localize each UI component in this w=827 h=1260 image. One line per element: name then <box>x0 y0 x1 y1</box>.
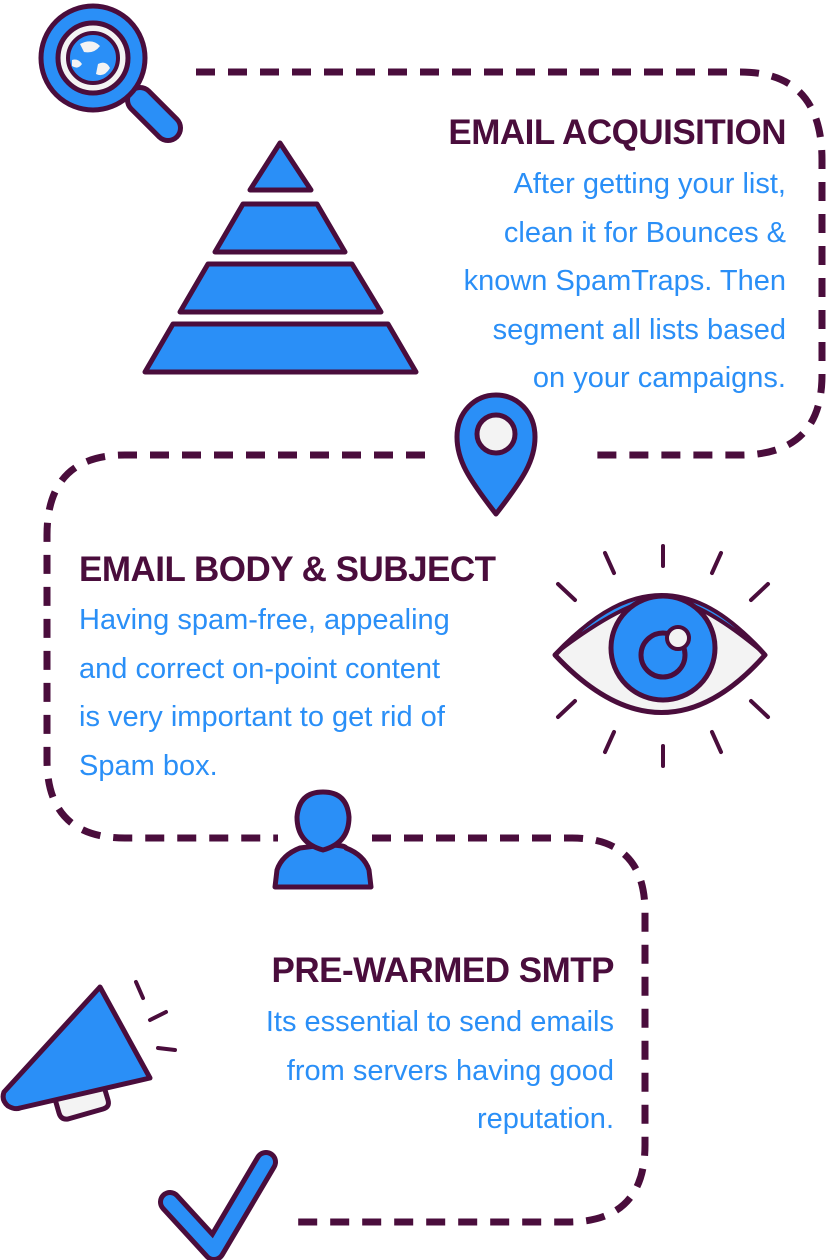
megaphone-icon <box>0 980 177 1122</box>
dashed-path <box>43 68 826 1226</box>
section-title-email-acquisition: EMAIL ACQUISITION <box>448 113 786 152</box>
body-line: clean it for Bounces & <box>503 216 786 249</box>
section-body-email-acquisition: After getting your list, clean it for Bo… <box>464 160 786 403</box>
body-line: reputation. <box>476 1103 614 1135</box>
pyramid-icon <box>142 140 419 375</box>
body-line: After getting your list, <box>513 168 786 200</box>
checkmark-icon <box>158 1150 278 1260</box>
section-body-email-body-subject: Having spam-free, appealing and correct … <box>79 596 450 790</box>
user-icon <box>272 789 374 890</box>
body-line: is very important to get rid of <box>79 701 445 733</box>
body-line: Its essential to send emails <box>265 1006 614 1038</box>
section-title-email-body-subject: EMAIL BODY & SUBJECT <box>79 550 496 589</box>
section-body-pre-warmed-smtp: Its essential to send emails from server… <box>266 998 614 1144</box>
body-line: from servers having good <box>286 1054 614 1087</box>
body-line: segment all lists based <box>492 313 786 346</box>
section-title-pre-warmed-smtp: PRE-WARMED SMTP <box>271 951 615 990</box>
body-line: on your campaigns. <box>532 362 786 394</box>
body-line: and correct on-point content <box>79 652 441 685</box>
map-pin-icon <box>454 392 538 517</box>
body-line: Having spam-free, appealing <box>79 604 450 636</box>
body-line: Spam box. <box>79 749 218 782</box>
eye-icon <box>552 544 770 768</box>
body-line: known SpamTraps. Then <box>463 265 786 297</box>
globe-search-icon <box>38 3 183 143</box>
